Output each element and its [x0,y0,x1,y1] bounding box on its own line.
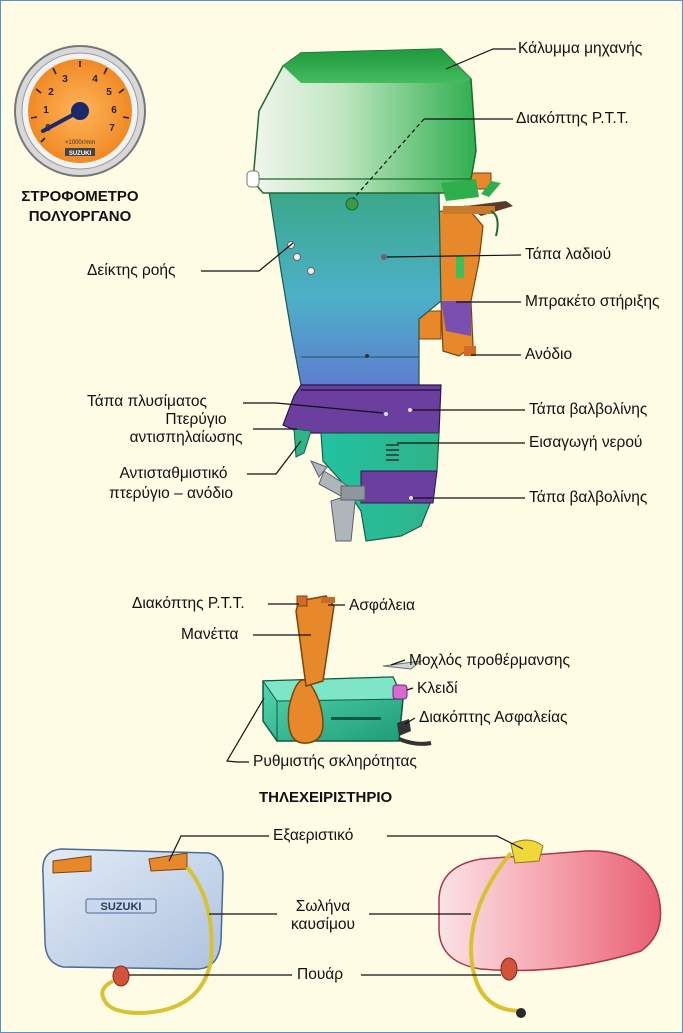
label-fuel-hose-line1: Σωλήνα [277,898,369,916]
label-trim-tab-line1: Αντισταθμιστικό [101,465,246,483]
label-anti-cavitation-line1: Πτερύγιο [141,411,251,429]
label-cowling: Κάλυμμα μηχανής [518,40,642,58]
label-anti-cavitation-line2: αντισπηλαίωσης [121,429,251,447]
dial-unit: ×1000r/min [65,140,95,146]
dial-number: 3 [62,74,68,85]
label-anode: Ανόδιο [525,346,572,364]
label-vent: Εξαεριστικό [273,827,353,845]
remote-title: ΤΗΛΕΧΕΙΡΙΣΤΗΡΙΟ [259,789,392,807]
label-water-intake: Εισαγωγή νερού [529,434,642,452]
label-trim-tab-line2: πτερύγιο – ανόδιο [96,485,246,503]
label-safety-switch: Διακόπτης Ασφαλείας [419,709,568,727]
blue-fuel-tank-illustration: SUZUKI [43,849,223,1013]
gauge-brand: SUZUKI [69,151,92,157]
label-ptt-switch: Διακόπτης P.T.T. [516,110,629,128]
dial-number: 2 [48,87,54,98]
dial-number: 6 [111,105,117,116]
label-tension-adjuster: Ρυθμιστής σκληρότητας [253,753,417,771]
dial-number: 1 [43,105,49,116]
outboard-engine-illustration [247,49,513,541]
label-flow-indicator: Δείκτης ροής [87,262,176,280]
label-warmup-lever: Μοχλός προθέρμανσης [409,652,570,670]
label-fuel-hose-line2: καυσίμου [277,916,369,934]
label-handle: Μανέττα [181,626,239,644]
dial-number: 4 [92,74,98,85]
dial-number: 7 [109,123,115,134]
gauge-title-line1: ΣΤΡΟΦΟΜΕΤΡΟ [15,188,145,206]
gauge-title-line2: ΠΟΛΥΟΡΓΑΝΟ [15,208,145,226]
label-fuse: Ασφάλεια [349,597,415,615]
label-primer-bulb: Πουάρ [297,966,343,984]
label-key: Κλειδί [417,680,458,698]
label-flush-plug: Τάπα πλυσίματος [87,393,207,411]
tachometer-gauge-icon: 0 1 2 3 4 5 6 7 ×1000r/min SUZUKI [15,46,145,176]
remote-control-illustration [263,596,431,744]
dial-number: 5 [106,87,112,98]
label-oil-plug: Τάπα λαδιού [525,246,611,264]
tank-brand: SUZUKI [101,901,142,913]
label-gear-oil-plug-lower: Τάπα βαλβολίνης [529,489,647,507]
label-gear-oil-plug-upper: Τάπα βαλβολίνης [529,401,647,419]
label-remote-ptt-switch: Διακόπτης P.T.T. [132,595,245,613]
label-bracket: Μπρακέτο στήριξης [525,293,659,311]
red-fuel-tank-illustration [439,840,661,1018]
